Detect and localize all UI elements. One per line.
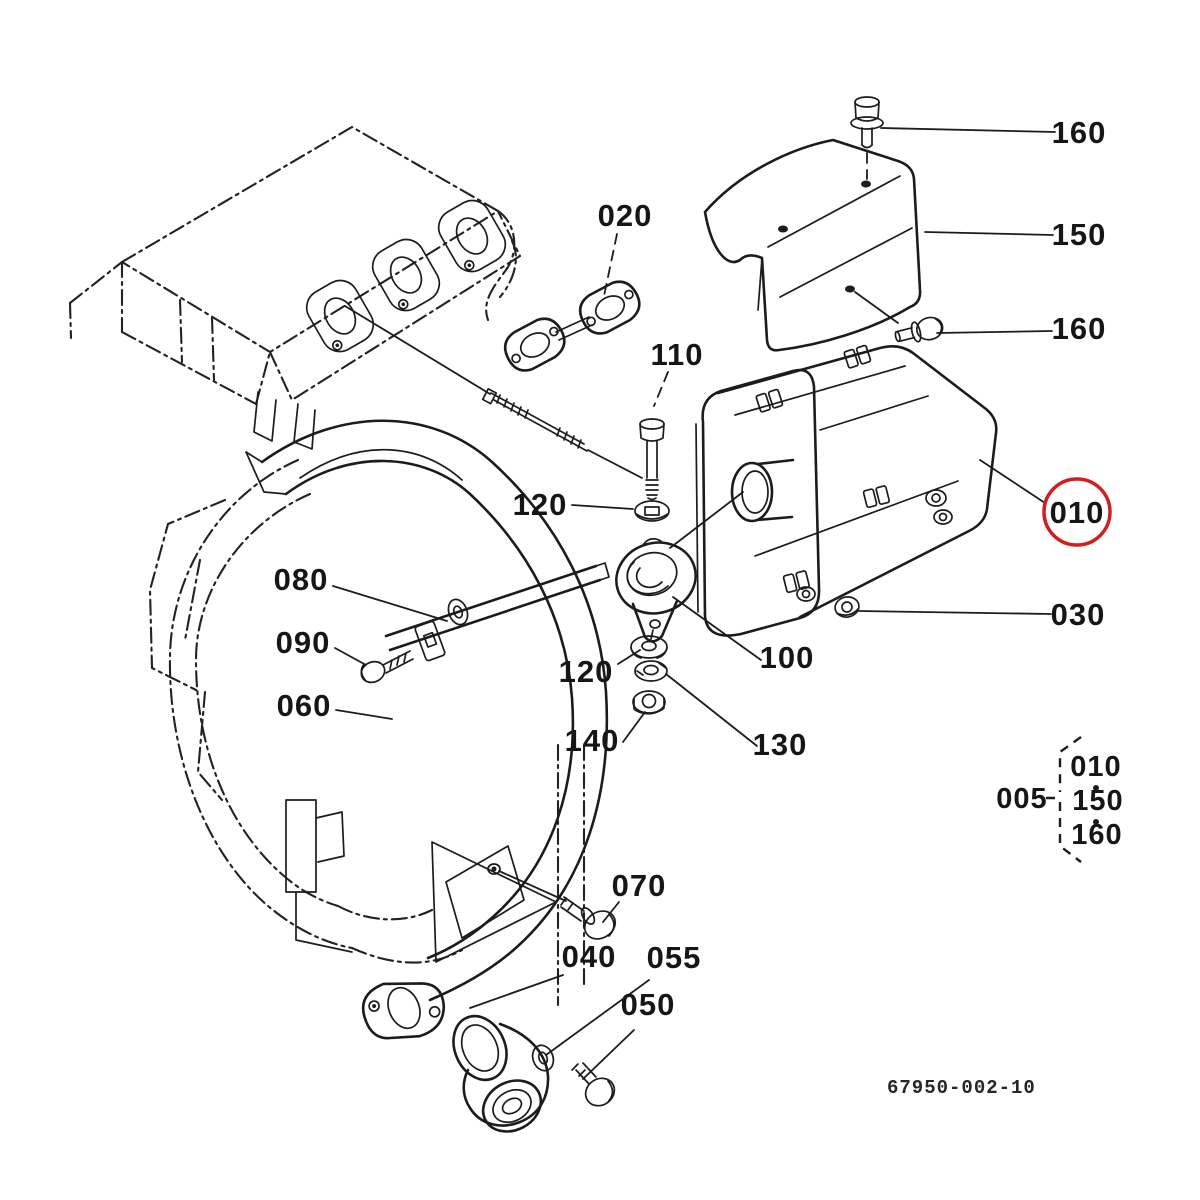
drawing-number: 67950-002-10 xyxy=(887,1077,1036,1099)
lock-washer-130-drawing xyxy=(634,660,668,682)
muffler-inlet-stub xyxy=(730,458,795,523)
engine-block-drawing xyxy=(68,125,522,450)
legend-group: 005 010 150 160 xyxy=(996,736,1123,863)
bolt-110-drawing xyxy=(639,418,665,501)
callout-030: 030 xyxy=(1051,597,1106,632)
callout-140: 140 xyxy=(565,723,620,758)
bolt-090-drawing xyxy=(360,650,414,684)
callout-090: 090 xyxy=(276,625,331,660)
red-highlight-circle xyxy=(1042,477,1112,547)
legend-group-label: 005 xyxy=(996,783,1047,815)
exhaust-port xyxy=(437,199,507,273)
callout-060: 060 xyxy=(277,688,332,723)
callout-120-upper: 120 xyxy=(513,487,568,522)
muffler-stay-drawing xyxy=(245,419,610,1002)
heat-shield-drawing xyxy=(703,138,922,352)
callout-010: 010 xyxy=(1050,495,1105,530)
callout-110: 110 xyxy=(650,337,703,372)
callout-050: 050 xyxy=(621,987,676,1022)
stud-drawing xyxy=(344,305,643,479)
exhaust-gasket-drawing xyxy=(503,280,641,372)
elbow-040-drawing xyxy=(462,1022,550,1133)
clamp-080-drawing xyxy=(414,598,469,662)
callout-055: 055 xyxy=(647,940,702,975)
nut-140-drawing xyxy=(632,690,666,715)
callout-070: 070 xyxy=(612,868,667,903)
legend-item-010: 010 xyxy=(1070,751,1121,783)
legend-separator-dot xyxy=(1093,785,1099,791)
leader-lines xyxy=(332,127,1056,1080)
callout-160-top: 160 xyxy=(1052,115,1107,150)
bolt-160-top-drawing xyxy=(850,96,884,180)
gasket-040-drawing xyxy=(452,1014,508,1082)
nut-030-drawing xyxy=(834,596,860,618)
callout-160-bottom: 160 xyxy=(1052,311,1107,346)
axis-line xyxy=(650,629,654,640)
fan-shroud-drawing xyxy=(148,458,586,1007)
callout-130: 130 xyxy=(753,727,808,762)
callout-040: 040 xyxy=(562,939,617,974)
callout-020: 020 xyxy=(598,198,653,233)
callout-080: 080 xyxy=(274,562,329,597)
exhaust-port xyxy=(371,238,441,312)
legend-brace xyxy=(1046,736,1082,863)
legend-separator-dot xyxy=(1093,819,1099,825)
bolt-160-bottom-drawing xyxy=(894,316,944,343)
pipe-flange-100-drawing xyxy=(615,537,697,643)
muffler-drawing xyxy=(695,344,998,637)
washer-120-upper-drawing xyxy=(634,500,670,522)
washer-055-drawing xyxy=(531,1044,555,1072)
callout-120-lower: 120 xyxy=(559,654,614,689)
outlet-flange-drawing xyxy=(361,982,446,1040)
leader-line xyxy=(854,291,899,324)
exhaust-port xyxy=(305,279,375,353)
bolt-050-drawing xyxy=(571,1062,616,1107)
callout-100: 100 xyxy=(760,640,815,675)
callout-150: 150 xyxy=(1052,217,1107,252)
bolt-070-drawing xyxy=(560,896,617,940)
